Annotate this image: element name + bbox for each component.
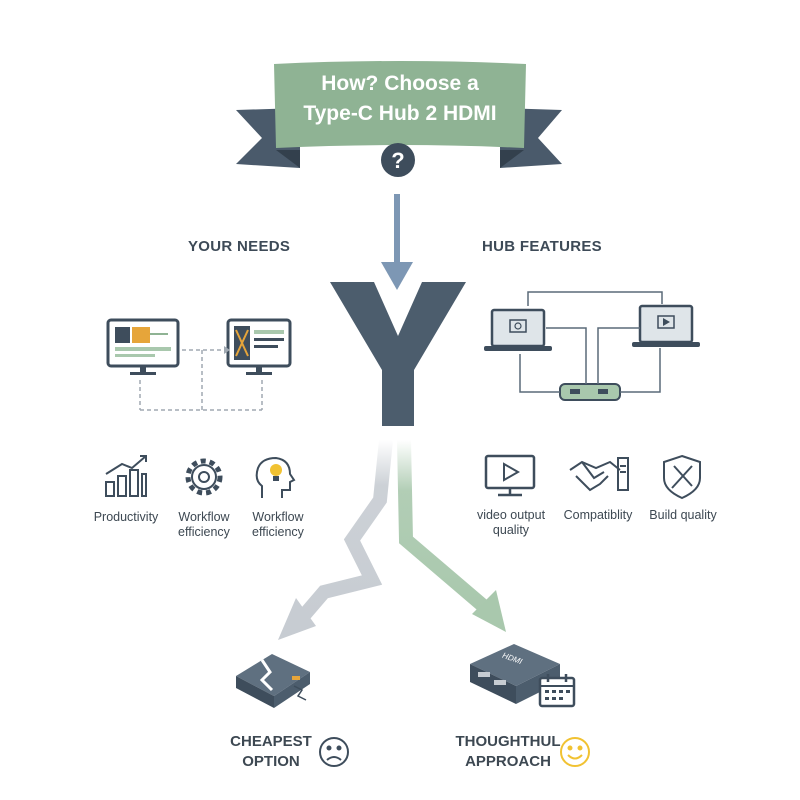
banner-title-line-1: How? Choose a <box>321 72 479 95</box>
question-mark-icon: ? <box>391 148 405 173</box>
productivity-label: Productivity <box>93 510 159 524</box>
broken-hub-icon <box>236 654 310 708</box>
handshake-icon <box>569 457 629 492</box>
laptop-left <box>484 308 552 351</box>
laptop-right <box>632 304 700 347</box>
hub-connector-lines <box>519 291 663 393</box>
needs-connector-arrow <box>224 346 230 354</box>
monitor-left-2 <box>226 318 292 375</box>
hub-features-heading: HUB FEATURES <box>482 238 602 255</box>
thoughtful-arrow-head <box>472 590 506 632</box>
down-arrow-head <box>381 262 413 290</box>
build-quality-label: Build quality <box>649 508 717 522</box>
cheapest-path <box>294 439 393 625</box>
big-y-shape <box>330 282 466 426</box>
lightbulb-head-icon <box>255 456 296 498</box>
banner-title-line-2: Type-C Hub 2 HDMI <box>303 102 497 125</box>
question-circle <box>381 143 415 177</box>
quality-hub-icon <box>470 644 576 708</box>
hub-device <box>559 383 621 401</box>
ribbon-left-fold <box>276 150 300 168</box>
cheapest-arrow-head <box>278 598 316 640</box>
happy-face-icon <box>560 737 590 767</box>
needs-connector-lines <box>139 349 263 411</box>
compatibility-label: Compatiblity <box>563 508 633 522</box>
gear-icon <box>185 458 223 496</box>
your-needs-heading: YOUR NEEDS <box>188 238 291 255</box>
title-banner <box>274 61 526 148</box>
sad-face-icon <box>319 737 349 767</box>
down-arrow-shaft <box>394 194 400 264</box>
bar-chart-icon <box>105 455 147 497</box>
monitor-left-1 <box>106 318 180 375</box>
monitor-play-icon <box>484 454 536 497</box>
ribbon-right-fold <box>500 150 524 168</box>
thoughtful-path <box>397 439 493 616</box>
shield-wrench-icon <box>663 454 701 500</box>
